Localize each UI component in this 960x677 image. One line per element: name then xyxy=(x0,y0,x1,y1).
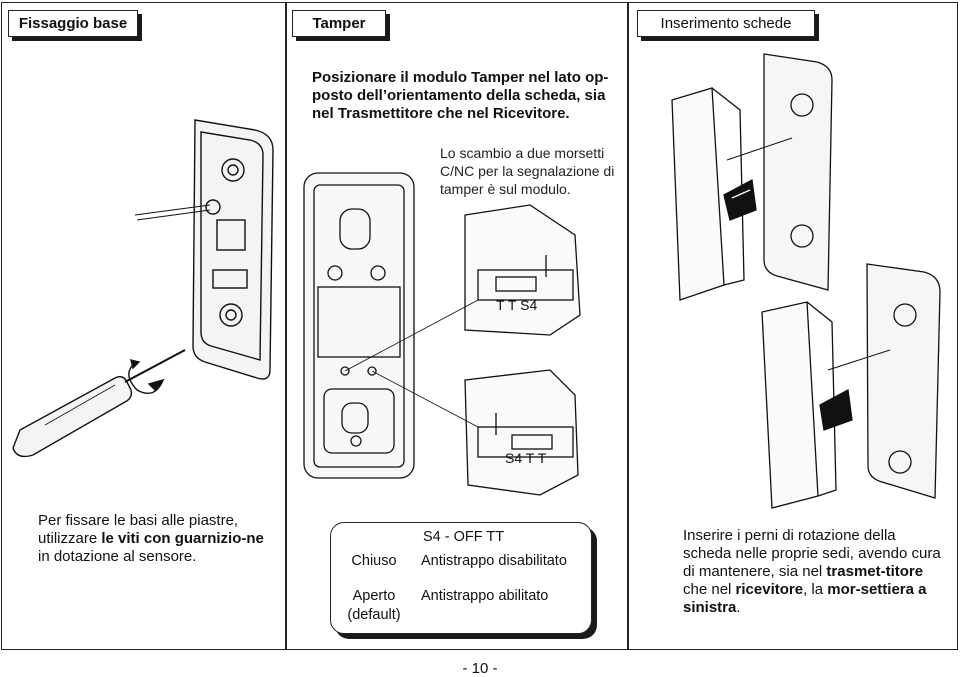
base-mounting-illustration xyxy=(12,119,274,458)
tab-label: Fissaggio base xyxy=(18,15,128,32)
cards-text-a: Inserire i perni di rotazione della sche… xyxy=(683,527,941,580)
cards-bold-c: mor-settiera a sinistra xyxy=(683,581,927,616)
base-description: Per fissare le basi alle piastre, utiliz… xyxy=(38,512,278,566)
tab-label: Tamper xyxy=(312,15,366,32)
tamper-label-bottom: S4 T T xyxy=(505,450,547,466)
tamper-instruction: Posizionare il modulo Tamper nel lato op… xyxy=(312,69,609,122)
tamper-label-top: T T S4 xyxy=(496,297,538,313)
tamper-module-illustration xyxy=(303,172,581,496)
base-text-bold: le viti con guarnizio-ne xyxy=(101,530,264,547)
tab-tamper: Tamper xyxy=(292,10,386,37)
tab-inserimento-schede: Inserimento schede xyxy=(637,10,815,37)
cards-text-b: che nel xyxy=(683,581,736,598)
card-insertion-illustration xyxy=(671,53,941,509)
panel-tamper xyxy=(286,2,628,650)
tamper-settings-table: S4 - OFF TT Chiuso Antistrappo disabilit… xyxy=(330,522,592,634)
table-row2-sub: (default) xyxy=(347,607,401,623)
table-row1-key: Chiuso xyxy=(351,553,397,569)
table-row1-value: Antistrappo disabilitato xyxy=(421,553,567,569)
cards-description: Inserire i perni di rotazione della sche… xyxy=(683,527,943,617)
table-row2-value: Antistrappo abilitato xyxy=(421,588,549,604)
cards-text-c: , la xyxy=(803,581,828,598)
base-text: Per fissare le basi alle piastre, utiliz… xyxy=(38,512,239,547)
cards-text-d: . xyxy=(736,599,741,616)
cards-bold-a: trasmet-titore xyxy=(826,563,924,580)
base-text-tail: in dotazione al sensore. xyxy=(38,548,197,565)
tab-fissaggio-base: Fissaggio base xyxy=(8,10,138,37)
tamper-note: Lo scambio a due morsetti C/NC per la se… xyxy=(440,145,615,197)
cards-bold-b: ricevitore xyxy=(735,581,804,598)
panel-inserimento-schede xyxy=(628,2,958,650)
page-number: - 10 - xyxy=(462,660,498,677)
tab-label: Inserimento schede xyxy=(660,15,792,32)
table-header: S4 - OFF TT xyxy=(423,529,505,545)
panel-fissaggio-base xyxy=(1,2,286,650)
table-row2-key: Aperto xyxy=(352,588,396,604)
